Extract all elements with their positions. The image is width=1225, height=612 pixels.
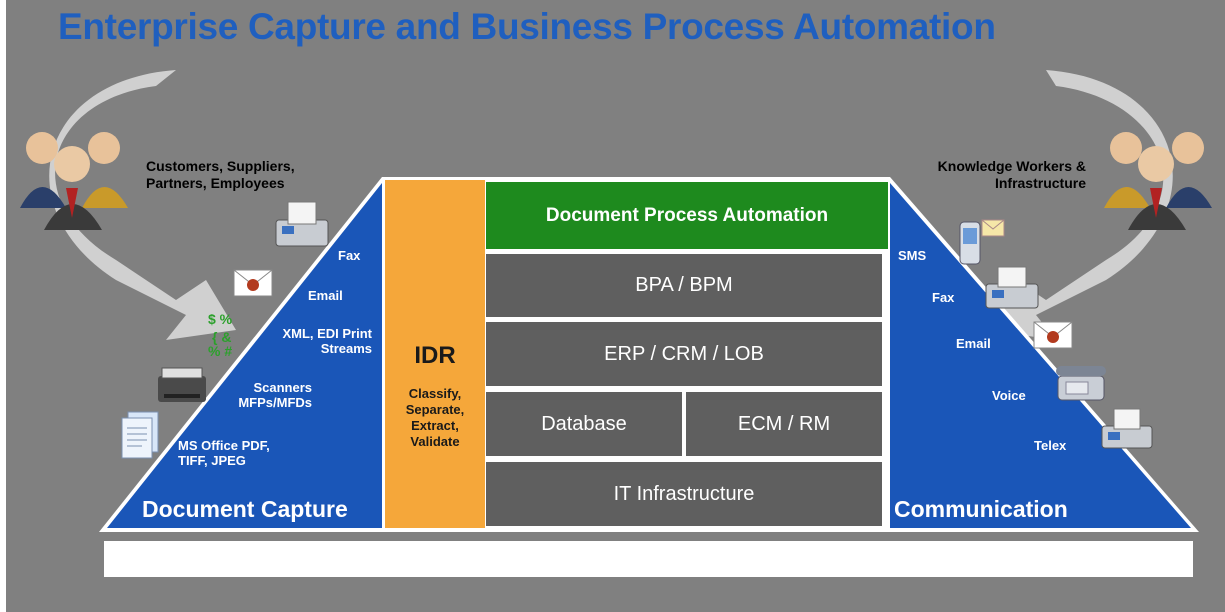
bpa-bpm-box: BPA / BPM [486,254,882,317]
curved-arrow-icon [49,70,236,340]
idr-column: IDR Classify, Separate, Extract, Validat… [385,180,485,528]
svg-text:$ %: $ % [208,311,233,327]
channel-scanners-label: Scanners MFPs/MFDs [238,380,312,410]
document-capture-label: Document Capture [142,496,348,522]
idr-title: IDR [414,342,456,369]
channel-fax-label-right: Fax [932,290,955,305]
page-title: Enterprise Capture and Business Process … [58,6,996,47]
knowledge-workers-label: Knowledge Workers & Infrastructure [937,158,1086,191]
channel-telex-label: Telex [1034,438,1067,453]
diagram-canvas: Enterprise Capture and Business Process … [6,0,1225,612]
database-box: Database [486,392,682,456]
envelope-icon [1033,321,1073,349]
people-group-icon [1104,132,1212,230]
svg-text:% #: % # [208,343,232,358]
svg-text:{ &: { & [212,329,231,345]
document-process-automation-box: Document Process Automation [486,182,888,249]
channel-email-label: Email [308,288,343,303]
it-infrastructure-box: IT Infrastructure [486,462,882,526]
edi-stream-icon: $ % { & % # [208,311,233,358]
envelope-icon [233,269,273,297]
channel-sms-label: SMS [898,248,927,263]
channel-email-label-right: Email [956,336,991,351]
channel-ms-office-label: MS Office PDF, TIFF, JPEG [178,438,270,468]
ecm-rm-box: ECM / RM [686,392,882,456]
customers-label: Customers, Suppliers, Partners, Employee… [146,158,295,191]
channel-voice-label: Voice [992,388,1026,403]
document-capture-panel [107,183,382,528]
fax-icon [1101,408,1153,449]
base-bar [104,541,1193,577]
mobile-phone-icon [959,219,1005,265]
communication-label: Communication [894,496,1068,522]
scanner-icon [158,367,206,402]
idr-steps: Classify, Separate, Extract, Validate [405,386,465,449]
document-icon [121,411,159,459]
fax-icon [985,266,1039,309]
channel-xml-edi-label: XML, EDI Print Streams [282,326,372,356]
erp-crm-lob-box: ERP / CRM / LOB [486,322,882,386]
telephone-icon [1056,366,1106,401]
channel-fax-label: Fax [338,248,361,263]
people-group-icon [20,132,128,230]
fax-icon [275,201,329,247]
